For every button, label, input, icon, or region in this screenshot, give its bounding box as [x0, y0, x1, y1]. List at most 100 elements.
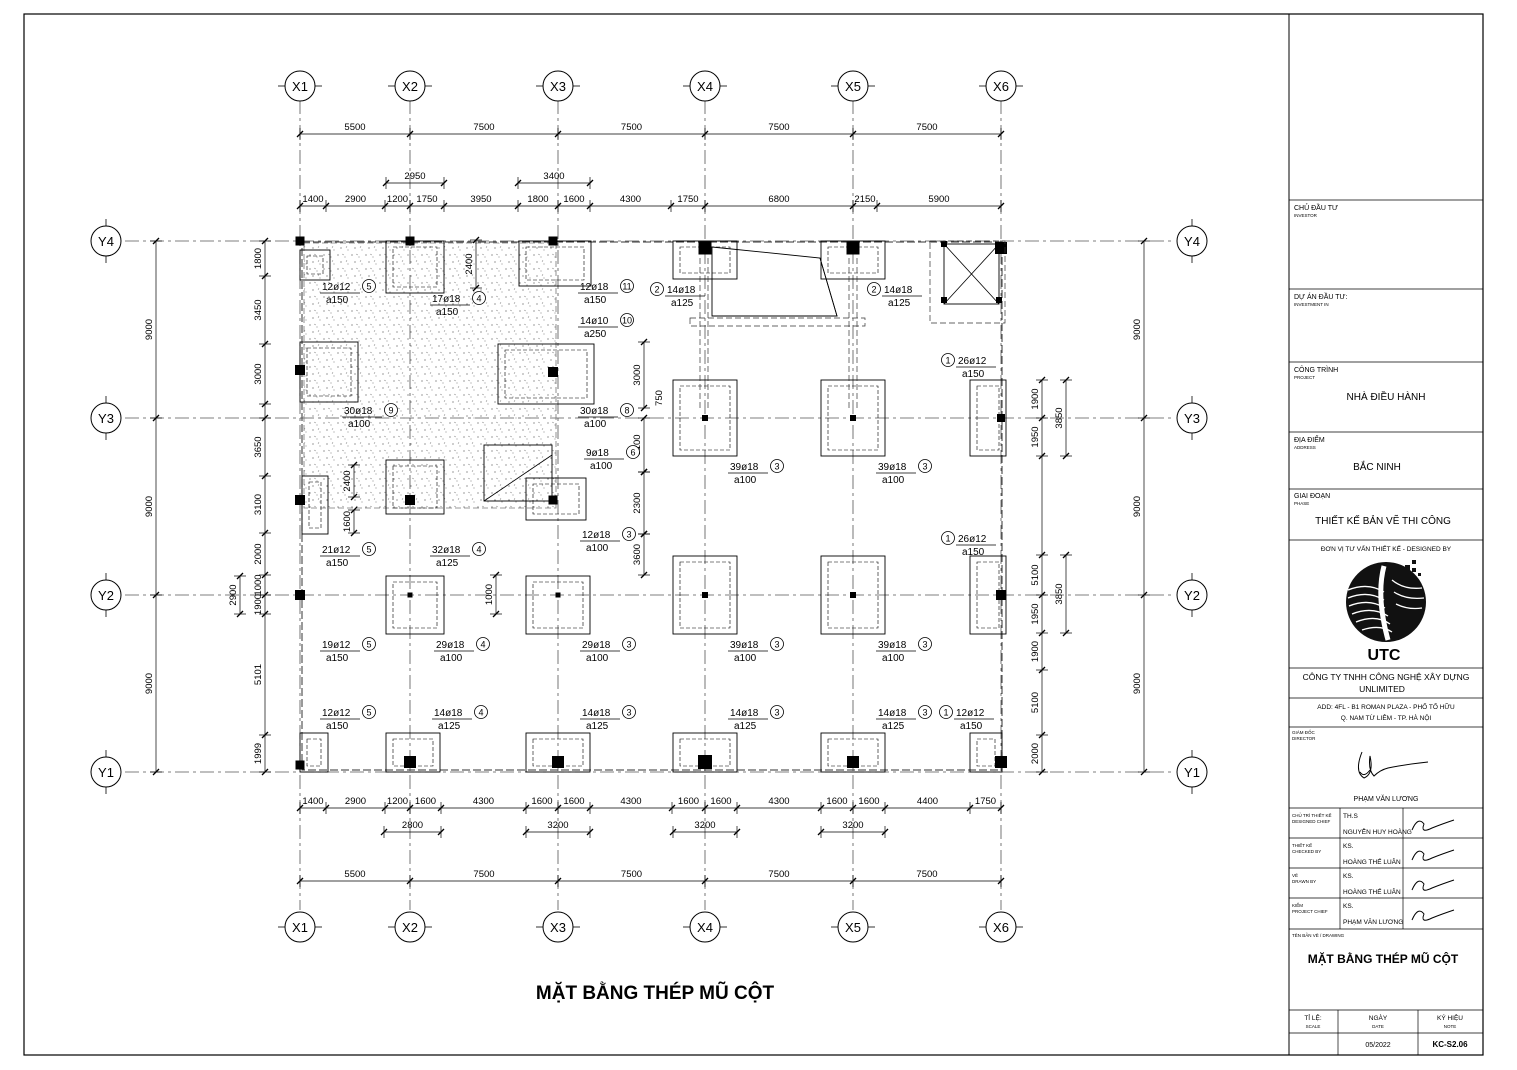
bottom-dim-tick — [406, 877, 414, 885]
column — [850, 415, 856, 421]
rebar-mark-text: 3 — [626, 640, 631, 650]
bottom-dim-text: 7500 — [916, 869, 937, 880]
left-inner-dim-tick — [261, 472, 269, 480]
right-inner-dim-tick — [1062, 452, 1070, 460]
bottom-sub-dim-tick — [406, 804, 414, 812]
left-small-dim-tick — [236, 610, 244, 618]
column — [405, 495, 415, 505]
company-name-2: UNLIMITED — [1359, 684, 1405, 694]
rebar-bar-text: 29ø18 — [582, 640, 611, 651]
column — [850, 592, 856, 598]
left-small-dim-tick — [236, 572, 244, 580]
right-inner-dim-tick — [1038, 629, 1046, 637]
right-inner-dim-tick — [1062, 551, 1070, 559]
rebar-mark-text: 3 — [626, 708, 631, 718]
column-cap-inner — [976, 738, 996, 767]
rebar-bar-text: 21ø12 — [322, 545, 351, 556]
top-sub-dim-b-text: 1750 — [677, 194, 698, 205]
rebar-spacing-text: a250 — [584, 329, 607, 340]
staff-signature — [1411, 819, 1455, 831]
rebar-mark-circle — [918, 459, 932, 473]
rebar-bar-text: 12ø12 — [322, 708, 351, 719]
rebar-bar-text: 32ø18 — [432, 545, 461, 556]
grid-bubble-x3: X3 — [536, 911, 580, 943]
left-dim-text: 9000 — [144, 319, 155, 340]
left-dim-tick — [152, 414, 160, 422]
column — [295, 236, 305, 246]
grid-bubble-label: X1 — [292, 920, 308, 935]
project-label-en: INVESTMENT IN — [1294, 302, 1329, 307]
rebar-mark-text: 3 — [774, 640, 779, 650]
top-sub-dim-b-tick — [296, 202, 304, 210]
column-cap-inner — [525, 246, 585, 281]
bottom-dim-tick — [701, 877, 709, 885]
rebar-spacing-text: a150 — [326, 295, 349, 306]
rebar-mark-text: 3 — [774, 708, 779, 718]
rebar-spacing-text: a100 — [348, 419, 371, 430]
column-cap-inner — [392, 246, 438, 288]
left-inner-dim-tick — [261, 571, 269, 579]
top-dim-text: 7500 — [768, 122, 789, 133]
top-dim-tick — [296, 130, 304, 138]
bottom-group-dim-tick — [881, 828, 889, 836]
rebar-bar-text: 14ø18 — [667, 285, 696, 296]
rebar-mark-circle — [622, 705, 636, 719]
top-sub-dim-b-text: 2900 — [345, 194, 366, 205]
director-name: PHẠM VĂN LƯƠNG — [1354, 794, 1419, 803]
rebar-bar-text: 19ø12 — [322, 640, 351, 651]
top-sub-dim-a-tick — [586, 179, 594, 187]
bottom-sub-dim-tick — [733, 804, 741, 812]
top-sub-dim-b-text: 1200 — [387, 194, 408, 205]
left-inner-dim-tick — [261, 610, 269, 618]
right-dim-text: 9000 — [1132, 496, 1143, 517]
left-small-dim-text: 1000 — [484, 584, 495, 605]
director-signature — [1358, 751, 1429, 779]
left-inner-dim-text: 3100 — [253, 494, 264, 515]
grid-bubble-label: X4 — [697, 79, 713, 94]
rebar-bar-text: 30ø18 — [580, 406, 609, 417]
rebar-mark-circle — [770, 459, 784, 473]
rebar-mark-circle — [384, 403, 398, 417]
investor-label-en: INVESTOR — [1294, 213, 1318, 218]
column-cap — [299, 249, 331, 281]
grid-bubble-y3: Y3 — [90, 396, 122, 440]
project-label: DỰ ÁN ĐẦU TƯ: — [1294, 291, 1347, 301]
column — [548, 495, 558, 505]
bottom-group-dim-text: 3200 — [842, 820, 863, 831]
staff-title: KS. — [1343, 903, 1354, 910]
right-inner-dim-text: 3850 — [1054, 583, 1065, 604]
mid-dim-text: 2300 — [632, 492, 643, 513]
left-small-dim-tick — [472, 284, 480, 292]
column — [295, 590, 305, 600]
grid-bubble-label: X2 — [402, 920, 418, 935]
grid-bubble-label: Y1 — [1184, 765, 1200, 780]
column — [702, 592, 708, 598]
rebar-mark-text: 4 — [480, 640, 485, 650]
date-label: NGÀY — [1369, 1013, 1388, 1022]
rebar-bar-text: 12ø18 — [582, 530, 611, 541]
bottom-sub-dim-tick — [296, 804, 304, 812]
rebar-mark-text: 8 — [624, 406, 629, 416]
mid-dim-tick — [640, 530, 648, 538]
right-inner-dim-text: 5100 — [1030, 564, 1041, 585]
left-small-dim-text: 1600 — [342, 511, 353, 532]
rebar-mark-text: 4 — [476, 294, 481, 304]
bottom-sub-dim-text: 2900 — [345, 796, 366, 807]
location-value: BẮC NINH — [1353, 460, 1401, 473]
rebar-mark-circle — [941, 353, 955, 367]
staff-role: CHỦ TRÌ THIẾT KẾ — [1292, 812, 1332, 818]
staff-signature — [1411, 879, 1455, 891]
grid-bubble-y2: Y2 — [90, 573, 122, 617]
right-inner-dim-text: 5100 — [1030, 692, 1041, 713]
grid-bubble-y1: Y1 — [90, 750, 122, 794]
left-dim-tick — [152, 768, 160, 776]
rebar-mark-text: 6 — [630, 448, 635, 458]
rebar-mark-circle — [472, 542, 486, 556]
column-cap — [497, 343, 595, 405]
staff-name: HOÀNG THẾ LUÂN — [1343, 856, 1401, 866]
bottom-sub-dim-tick — [966, 804, 974, 812]
staff-title: TH.S — [1343, 813, 1358, 820]
rebar-spacing-text: a150 — [584, 295, 607, 306]
rebar-mark-circle — [362, 542, 376, 556]
